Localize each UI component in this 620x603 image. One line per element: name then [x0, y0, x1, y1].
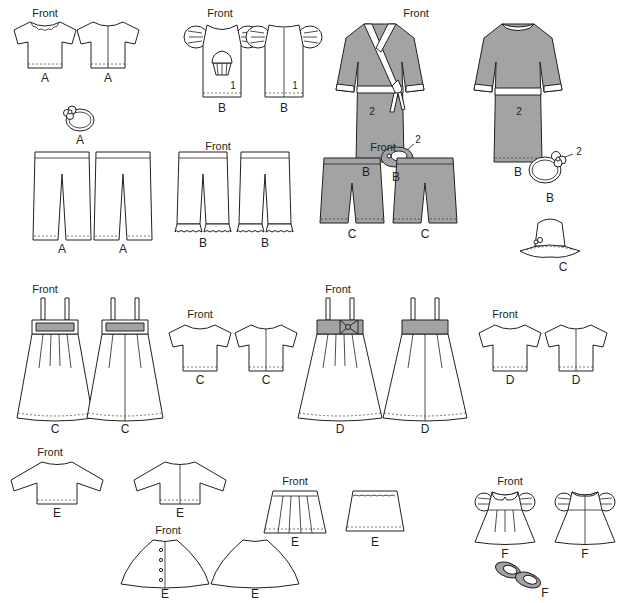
view-letter: D [506, 374, 515, 386]
cape-e-front [121, 540, 209, 588]
jacket-e-back [134, 462, 226, 504]
callout-number: 1 [230, 81, 236, 91]
view-letter: A [119, 243, 127, 255]
top-c-front [169, 325, 231, 371]
cape-e-back [211, 540, 299, 588]
view-label: Front [32, 284, 58, 295]
view-letter: B [392, 171, 400, 183]
view-letter: F [581, 548, 588, 560]
pants-a-front [33, 152, 91, 240]
hat-c [520, 219, 580, 257]
dress-c-back [87, 298, 163, 421]
view-letter: E [161, 588, 169, 600]
headband-a [64, 106, 95, 131]
pants-b-back [237, 152, 293, 232]
view-letter: E [176, 507, 184, 519]
view-letter: A [104, 72, 112, 84]
callout-number: 2 [415, 135, 421, 145]
view-label: Front [32, 8, 58, 19]
pants-b-front [175, 152, 231, 232]
shorts-c-back [393, 158, 457, 223]
view-letter: C [559, 261, 568, 273]
view-label: Front [325, 284, 351, 295]
view-letter: E [291, 536, 299, 548]
view-label: Front [282, 476, 308, 487]
top-a-front [14, 22, 76, 68]
view-label: Front [497, 476, 523, 487]
view-label: Front [37, 447, 63, 458]
view-letter: B [199, 237, 207, 249]
view-letter: D [572, 374, 581, 386]
view-letter: B [280, 102, 288, 114]
view-letter: C [348, 228, 357, 240]
view-letter: C [196, 374, 205, 386]
view-letter: A [41, 72, 49, 84]
view-letter: C [262, 374, 271, 386]
callout-number: 2 [516, 107, 522, 117]
view-letter: B [514, 166, 522, 178]
dress-f-front [475, 492, 535, 545]
view-label: Front [492, 309, 518, 320]
shorts-c-front [320, 158, 384, 223]
view-label: Front [207, 8, 233, 19]
view-letter: B [261, 237, 269, 249]
headband-b [529, 152, 573, 184]
dress-c-front [17, 298, 93, 421]
view-letter: D [421, 423, 430, 435]
view-letter: A [58, 243, 66, 255]
view-letter: B [362, 166, 370, 178]
view-label: Front [370, 142, 396, 153]
view-letter: F [541, 587, 548, 599]
view-label: Front [187, 309, 213, 320]
dress-f-back [555, 492, 615, 545]
view-letter: E [53, 507, 61, 519]
skirt-e-front [264, 491, 326, 533]
callout-number: 2 [369, 107, 375, 117]
shoes-f [493, 559, 542, 591]
robe-b-back [474, 24, 562, 162]
view-label: Front [155, 525, 181, 536]
jacket-e-front [11, 462, 103, 504]
dress-d-back [383, 298, 467, 421]
view-label: Front [205, 141, 231, 152]
view-letter: C [121, 423, 130, 435]
view-letter: E [371, 536, 379, 548]
view-label: Front [403, 8, 429, 19]
callout-number: 2 [576, 147, 582, 157]
view-letter: A [76, 134, 84, 146]
view-letter: B [546, 192, 554, 204]
robe-b-front [336, 24, 424, 162]
skirt-e-back [346, 491, 404, 531]
view-letter: C [51, 423, 60, 435]
top-c-back [235, 325, 297, 371]
dress-d-front [298, 298, 382, 421]
top-d-front [479, 325, 541, 371]
top-b-back [246, 25, 322, 97]
top-d-back [545, 325, 607, 371]
view-letter: F [501, 548, 508, 560]
view-letter: D [336, 423, 345, 435]
top-a-back [77, 22, 139, 68]
pants-a-back [94, 152, 152, 240]
view-letter: C [421, 228, 430, 240]
view-letter: B [218, 102, 226, 114]
callout-number: 1 [292, 81, 298, 91]
view-letter: E [251, 588, 259, 600]
